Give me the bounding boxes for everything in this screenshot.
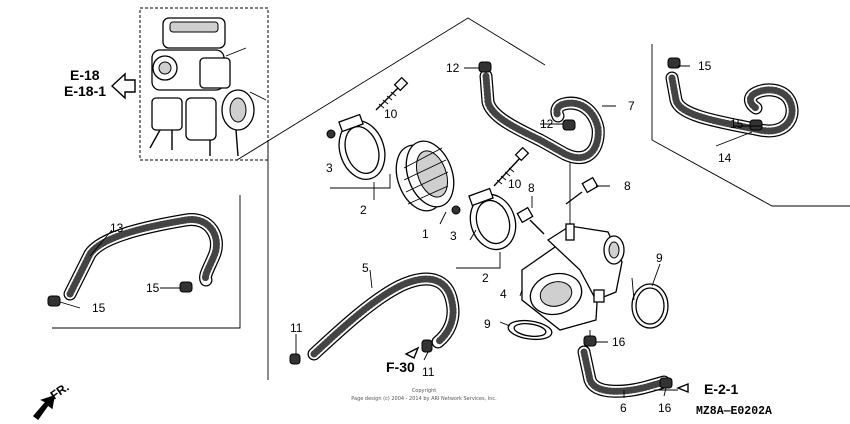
- front-arrow-icon: [32, 394, 55, 420]
- callout-13: 13: [110, 221, 124, 235]
- guide-line-top: [236, 17, 546, 161]
- ref-e2-1-label: E-2-1: [704, 381, 738, 397]
- callout-15-top: 15: [698, 59, 712, 73]
- callout-8-upper: 8: [624, 179, 631, 193]
- clip-12-mid[interactable]: [562, 119, 576, 131]
- callout-3-right: 3: [450, 229, 457, 243]
- bolt-8-lower[interactable]: [516, 206, 545, 235]
- frame-arrow-icon: [404, 346, 420, 359]
- callout-4: 4: [500, 287, 507, 301]
- screw-10-right[interactable]: [493, 146, 530, 187]
- guide-line-right: [651, 44, 850, 207]
- clip-15-right[interactable]: [749, 119, 763, 131]
- callout-10-left: 10: [384, 107, 398, 121]
- callout-2-right: 2: [482, 271, 489, 285]
- callout-12-mid: 12: [540, 117, 554, 131]
- callout-2-left: 2: [360, 203, 367, 217]
- callout-1: 1: [422, 227, 429, 241]
- o-ring-9-left[interactable]: [507, 318, 553, 342]
- clip-11-right[interactable]: [421, 339, 433, 353]
- clip-11-left[interactable]: [289, 353, 301, 365]
- callout-8-lower: 8: [528, 181, 535, 195]
- copyright-line-2: Page design (c) 2004 - 2014 by ARI Netwo…: [351, 396, 497, 402]
- clip-15-left-mid[interactable]: [179, 281, 193, 293]
- left-arrow-icon: [110, 72, 136, 100]
- ref-e18-label: E-18: [70, 67, 100, 83]
- hose-13[interactable]: [63, 213, 223, 301]
- callout-12-top: 12: [446, 61, 460, 75]
- callout-3-left: 3: [326, 161, 333, 175]
- callout-9-right: 9: [656, 251, 663, 265]
- hose-7[interactable]: [479, 69, 605, 165]
- callout-15-right: 15: [730, 117, 744, 131]
- cable-arrow-icon: [676, 382, 689, 394]
- bolt-8-upper[interactable]: [565, 176, 599, 205]
- intake-joint-4[interactable]: [521, 160, 625, 340]
- callout-10-right: 10: [508, 177, 522, 191]
- callout-16-mid: 16: [612, 335, 626, 349]
- callout-14: 14: [718, 151, 732, 165]
- callout-6: 6: [620, 401, 627, 415]
- callout-11-left: 11: [290, 321, 303, 335]
- clip-16-bot[interactable]: [659, 377, 673, 389]
- ref-f30-label: F-30: [386, 359, 415, 375]
- clamp-right[interactable]: [451, 187, 523, 256]
- clip-15-left-bot[interactable]: [47, 295, 61, 307]
- clip-12-top[interactable]: [478, 61, 492, 73]
- callout-11-right: 11: [422, 365, 435, 379]
- clip-16-mid[interactable]: [583, 335, 597, 347]
- callout-15-left-mid: 15: [146, 281, 160, 295]
- screw-10-left[interactable]: [375, 76, 409, 111]
- insulator-1[interactable]: [388, 135, 463, 218]
- callout-16-bot: 16: [658, 401, 672, 415]
- o-ring-9-right[interactable]: [631, 283, 669, 329]
- callout-7: 7: [628, 99, 635, 113]
- hose-14[interactable]: [665, 71, 799, 138]
- hose-6[interactable]: [577, 345, 671, 398]
- callout-5: 5: [362, 261, 369, 275]
- ref-e18-1-label: E-18-1: [64, 83, 106, 99]
- front-direction-marker: FR.: [32, 380, 72, 420]
- callout-15-left-bot: 15: [92, 301, 106, 315]
- guide-line-left: [52, 195, 241, 329]
- carburetor-reference[interactable]: E-18 E-18-1: [64, 67, 136, 100]
- clamp-left[interactable]: [326, 113, 392, 186]
- copyright-line-1: Copyright: [412, 388, 436, 394]
- diagram-code: MZ8A—E0202A: [696, 405, 772, 418]
- hose-5[interactable]: [307, 272, 460, 361]
- clip-15-top[interactable]: [667, 57, 681, 69]
- callout-9-left: 9: [484, 317, 491, 331]
- carburetor-assembly[interactable]: [139, 7, 269, 161]
